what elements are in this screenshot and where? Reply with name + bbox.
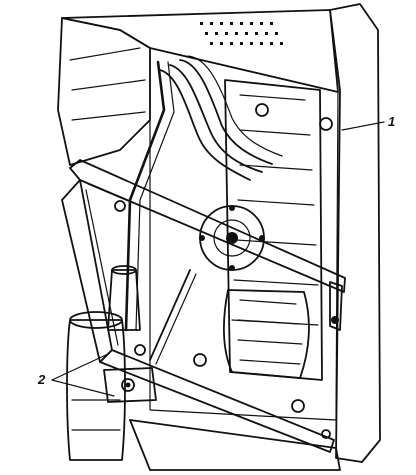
callout-1-label: 1 [388,114,395,129]
leader-lines [51,121,385,397]
mounting-bracket [103,367,157,403]
lower-tank [66,311,126,461]
engine-interior [124,47,339,421]
inspection-frame [61,159,346,453]
base-plate [129,419,341,471]
left-upper-bracket [57,17,151,166]
callout-2-label: 2 [37,372,46,387]
top-cover-panel [61,9,339,93]
side-panel [329,3,381,463]
filter-canister [107,265,141,331]
